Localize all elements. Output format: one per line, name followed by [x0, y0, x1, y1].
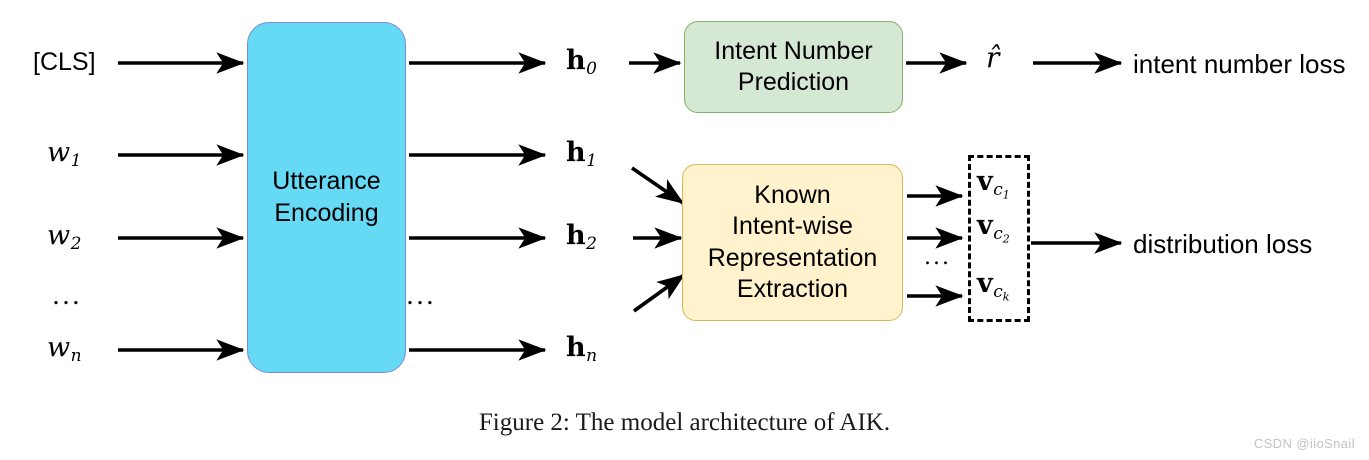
vck-sub-index: k — [1002, 290, 1010, 304]
hn-subscript: n — [586, 346, 598, 367]
vck-subscript: ck — [993, 282, 1010, 304]
rhat-symbol: r̂ — [986, 41, 1000, 74]
input-wn-base: w — [47, 332, 71, 363]
input-label-wn: wn — [47, 334, 82, 365]
known-intent-extraction-line3: Representation — [707, 243, 878, 272]
input-w1-subscript: 1 — [70, 151, 82, 172]
vc2-base: v — [977, 210, 993, 241]
hidden-state-ellipsis: ... — [406, 281, 436, 310]
known-intent-wise-representation-extraction-box[interactable]: Known Intent-wise Representation Extract… — [682, 164, 903, 321]
vck-base: v — [977, 268, 993, 299]
h2-subscript: 2 — [586, 234, 597, 255]
intent-vector-group-box — [968, 155, 1030, 322]
intent-vector-ellipsis: ... — [924, 245, 951, 270]
h0-subscript: 0 — [586, 59, 597, 80]
utterance-encoding-line2: Encoding — [274, 198, 379, 227]
utterance-encoding-line1: Utterance — [272, 167, 381, 195]
hidden-state-h1: h1 — [566, 139, 597, 170]
input-label-w2: w2 — [47, 222, 81, 253]
intent-number-prediction-line2: Prediction — [737, 68, 850, 96]
vc1-subscript: c1 — [993, 180, 1010, 202]
intent-vector-vc1: vc1 — [977, 168, 1010, 201]
h1-base: h — [566, 137, 586, 168]
known-intent-extraction-line4: Extraction — [736, 275, 849, 303]
arrow-hn-to-known-intent — [632, 273, 686, 313]
h2-base: h — [566, 220, 586, 251]
arrow-h1-to-known-intent — [630, 166, 685, 205]
intent-number-loss-label: intent number loss — [1133, 49, 1346, 79]
intent-number-prediction-box[interactable]: Intent Number Prediction — [684, 21, 903, 113]
vc2-subscript: c2 — [993, 224, 1010, 246]
hn-base: h — [566, 332, 586, 363]
known-intent-extraction-label: Known Intent-wise Representation Extract… — [708, 180, 878, 306]
watermark: CSDN @iioSnail — [1253, 436, 1355, 451]
hidden-state-h0: h0 — [566, 47, 597, 78]
input-wn-subscript: n — [70, 346, 82, 367]
intent-vector-vck: vck — [977, 270, 1009, 303]
intent-vector-vc2: vc2 — [977, 212, 1010, 245]
known-intent-extraction-line2: Intent-wise — [732, 212, 853, 240]
vc1-sub-c: c — [993, 180, 1003, 201]
vc1-sub-index: 1 — [1002, 188, 1010, 202]
input-label-w1: w1 — [47, 139, 81, 170]
input-w1-base: w — [47, 137, 71, 168]
input-w2-base: w — [47, 220, 71, 251]
known-intent-extraction-line1: Known — [754, 180, 831, 209]
h0-base: h — [566, 45, 586, 76]
utterance-encoding-box[interactable]: Utterance Encoding — [247, 22, 406, 373]
hidden-state-h2: h2 — [566, 222, 597, 253]
input-w2-subscript: 2 — [70, 234, 82, 255]
vck-sub-c: c — [993, 282, 1003, 303]
vc2-sub-index: 2 — [1002, 232, 1010, 246]
figure-caption: Figure 2: The model architecture of AIK. — [478, 409, 891, 436]
predicted-intent-number-rhat: r̂ — [986, 44, 999, 72]
utterance-encoding-label: Utterance Encoding — [272, 166, 380, 229]
vc1-base: v — [977, 166, 993, 197]
input-label-cls: [CLS] — [33, 48, 96, 76]
intent-number-prediction-line1: Intent Number — [714, 36, 873, 65]
intent-number-prediction-label: Intent Number Prediction — [714, 36, 872, 99]
distribution-loss-label: distribution loss — [1133, 229, 1313, 259]
hidden-state-hn: hn — [566, 334, 597, 365]
vc2-sub-c: c — [993, 224, 1003, 245]
h1-subscript: 1 — [586, 151, 597, 172]
input-ellipsis: ... — [52, 281, 82, 310]
